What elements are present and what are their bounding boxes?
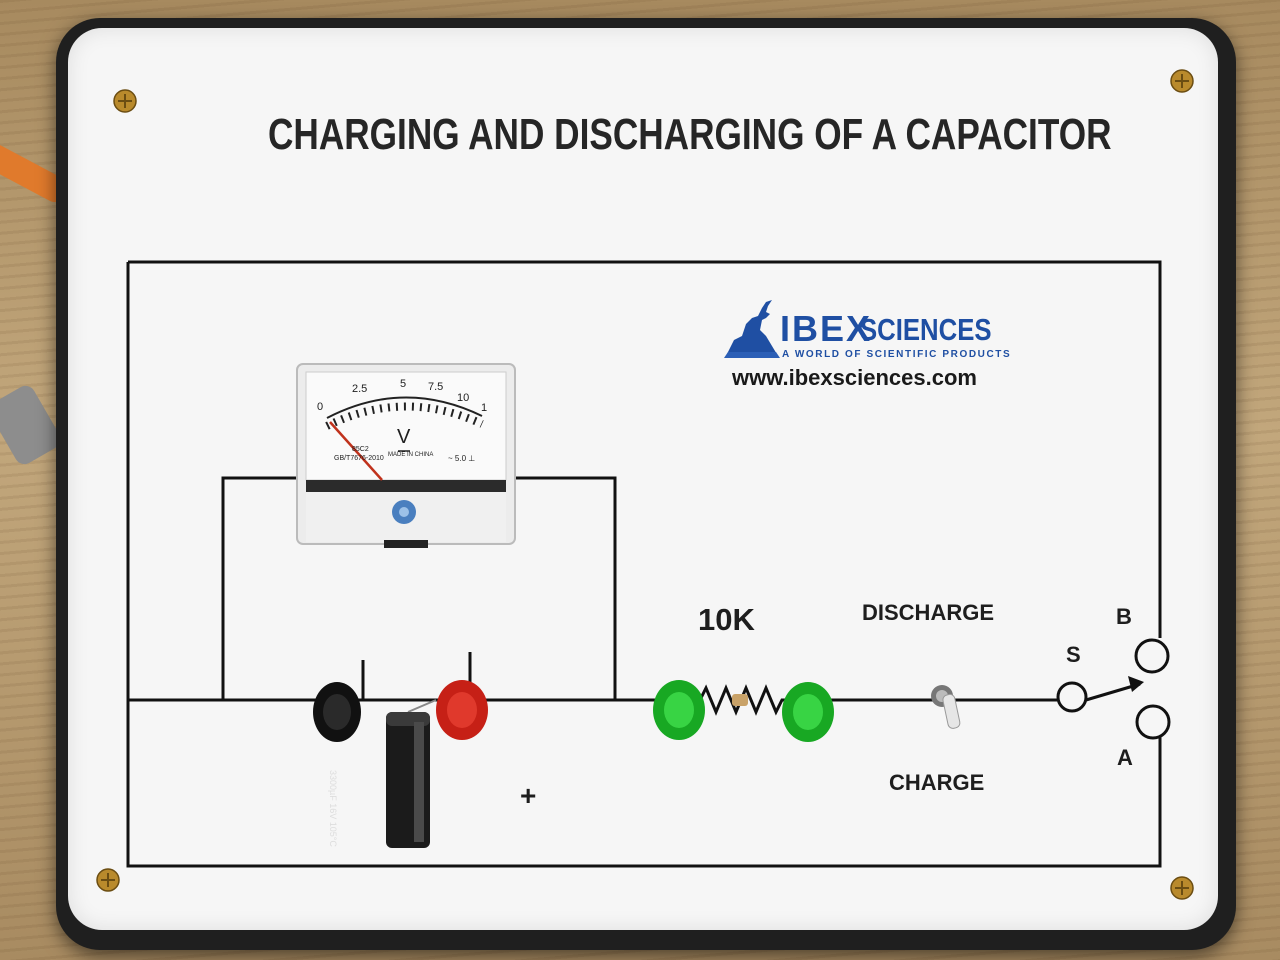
resistor-label: 10K: [698, 602, 755, 637]
meter-tick-5: 5: [400, 378, 407, 390]
panel-title: CHARGING AND DISCHARGING OF A CAPACITOR: [268, 110, 1112, 159]
meter-model: 85C2: [352, 446, 369, 453]
wire-bottom-loop: [126, 262, 1162, 868]
switch-label-b: B: [1116, 604, 1132, 629]
logo-website: www.ibexsciences.com: [732, 365, 977, 390]
logo-brand-left: IBEX: [780, 308, 873, 349]
green-terminal-right: [782, 682, 834, 742]
logo-brand-right: SCIENCES: [860, 312, 992, 347]
meter-origin: MADE IN CHINA: [388, 452, 434, 458]
capacitor: [386, 699, 437, 848]
switch-label-a: A: [1117, 745, 1133, 770]
black-terminal: [313, 682, 361, 742]
switch-contact-s: [1056, 681, 1088, 713]
meter-class: ~ 5.0 ⊥: [448, 454, 476, 463]
charge-label: CHARGE: [889, 770, 985, 795]
capacitor-rating: 3300µF 16V 105°C: [328, 770, 338, 847]
screws: [96, 69, 1194, 900]
toggle-switch: [931, 685, 961, 729]
resistor-body: [732, 694, 748, 706]
switch-label-s: S: [1066, 642, 1081, 667]
meter-tick-2-5: 2.5: [352, 383, 368, 395]
green-terminal-left: [653, 680, 705, 740]
meter-tick-7-5: 7.5: [428, 381, 444, 393]
meter-standard: GB/T7676-2010: [334, 455, 384, 462]
voltmeter: [296, 363, 516, 548]
discharge-label: DISCHARGE: [862, 600, 995, 625]
voltmeter-needle: [329, 421, 383, 481]
wire-top-loop: [128, 260, 1162, 638]
meter-tick-0: 0: [317, 401, 324, 413]
meter-tick-10: 10: [457, 392, 470, 404]
switch-contact-b: [1134, 638, 1170, 674]
polarity-mark: +: [520, 780, 537, 811]
red-terminal: [436, 680, 488, 740]
logo-tagline: A WORLD OF SCIENTIFIC PRODUCTS: [782, 349, 1012, 360]
ibex-goat-icon: [724, 300, 780, 358]
switch-contact-a: [1135, 704, 1171, 740]
switch-arrow-head: [1128, 676, 1144, 692]
meter-tick-15: 1: [481, 402, 488, 414]
meter-unit: V: [397, 426, 411, 448]
